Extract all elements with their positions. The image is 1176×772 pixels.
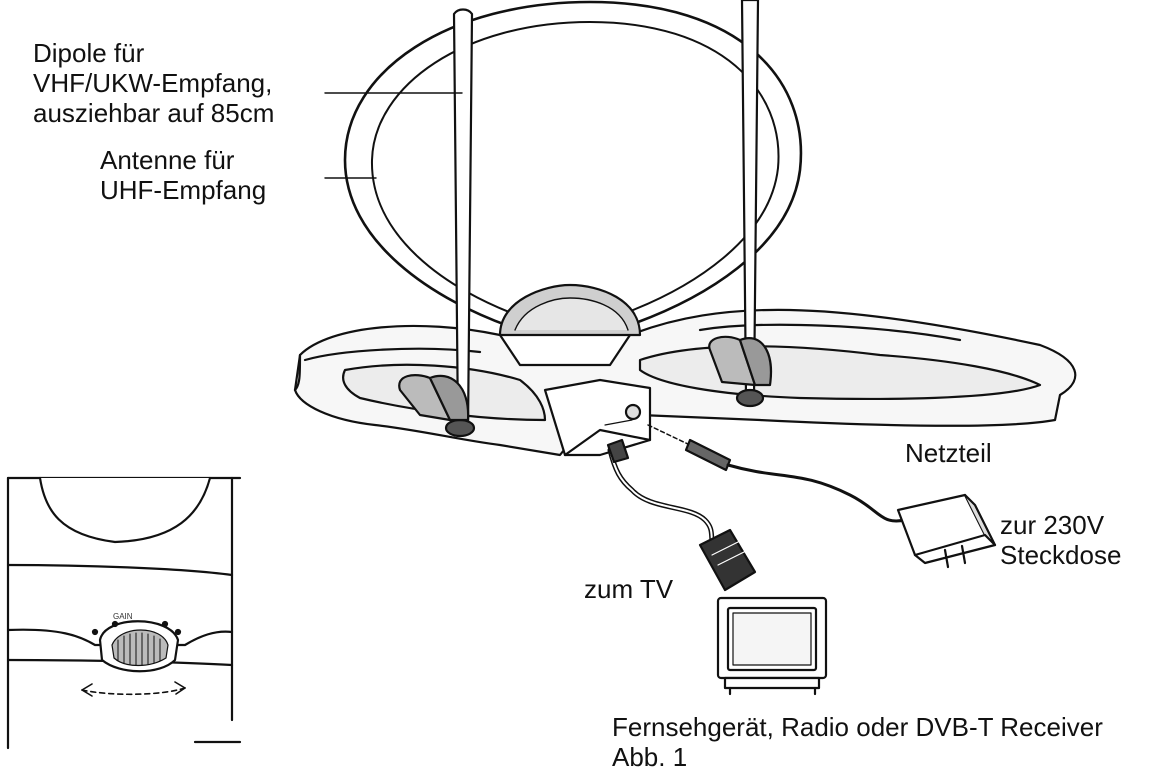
label-uhf-antenna: Antenne für UHF-Empfang <box>100 145 266 205</box>
dipole-clips <box>398 335 773 422</box>
antenna-illustration <box>6 0 1077 750</box>
gain-knob-label: GAIN <box>113 612 133 621</box>
label-wall-socket-line2: Steckdose <box>1000 540 1122 570</box>
gain-inset <box>6 476 242 750</box>
label-wall-socket: zur 230V Steckdose <box>1000 510 1121 570</box>
label-vhf-dipole: Dipole für VHF/UKW-Empfang, ausziehbar a… <box>33 38 274 128</box>
label-uhf-antenna-line2: UHF-Empfang <box>100 175 267 205</box>
label-uhf-antenna-line1: Antenne für <box>100 145 235 175</box>
label-to-tv: zum TV <box>584 574 674 604</box>
label-vhf-dipole-line1: Dipole für <box>33 38 145 68</box>
label-wall-socket-line1: zur 230V <box>1000 510 1105 540</box>
label-devices: Fernsehgerät, Radio oder DVB-T Receiver … <box>612 712 1103 772</box>
vhf-dipole-right <box>735 0 765 408</box>
antenna-base <box>293 308 1077 457</box>
label-power-supply: Netzteil <box>905 438 992 468</box>
label-vhf-dipole-line3: ausziehbar auf 85cm <box>33 98 275 128</box>
uhf-loop <box>343 0 803 337</box>
antenna-diagram: Dipole für VHF/UKW-Empfang, ausziehbar a… <box>6 0 1121 772</box>
power-supply <box>647 424 997 569</box>
tv-coax-cable <box>606 438 757 592</box>
tv-set <box>716 596 828 696</box>
label-devices-line1: Fernsehgerät, Radio oder DVB-T Receiver <box>612 712 1103 742</box>
leader-lines <box>324 92 463 179</box>
label-devices-line2: Abb. 1 <box>612 742 688 772</box>
label-vhf-dipole-line2: VHF/UKW-Empfang, <box>33 68 273 98</box>
